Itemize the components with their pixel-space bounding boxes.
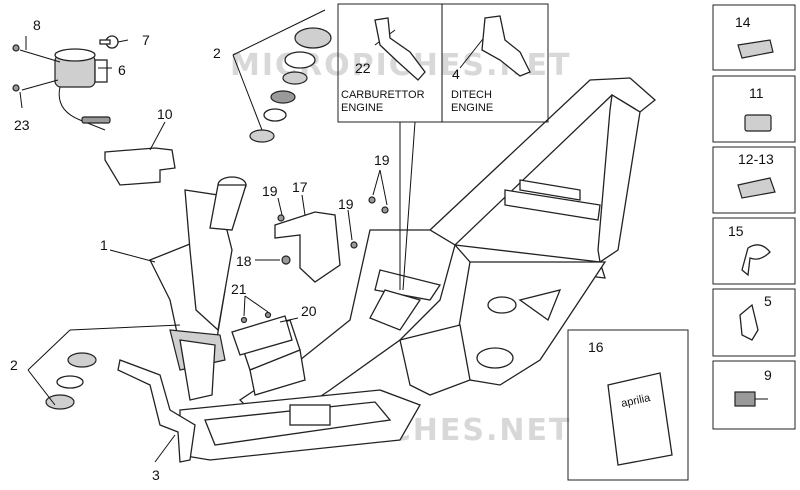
ditech-caption-line2: ENGINE	[451, 102, 493, 114]
screw-part-21	[264, 311, 272, 319]
steering-bearing-set-bottom	[45, 352, 97, 410]
engine-variant-boxes	[337, 3, 549, 123]
callout-21: 21	[231, 281, 247, 297]
callout-2-top: 2	[213, 45, 221, 61]
callout-19-b: 19	[338, 196, 354, 212]
clip-part-5	[739, 303, 759, 341]
steering-bearing-set-top	[249, 27, 332, 143]
callout-4: 4	[452, 66, 460, 82]
screw-part-21	[240, 316, 248, 324]
callout-3: 3	[152, 467, 160, 483]
clip-part-14	[737, 39, 774, 59]
clip-part-9	[734, 391, 756, 407]
callout-6: 6	[118, 62, 126, 78]
callout-19-c: 19	[374, 152, 390, 168]
clip-part-12-13	[737, 177, 776, 199]
callout-10: 10	[157, 106, 173, 122]
bracket-part-22	[374, 17, 426, 81]
screw-part-19	[368, 196, 376, 204]
callout-14: 14	[735, 14, 751, 30]
callout-2-bottom: 2	[10, 357, 18, 373]
scooter-frame	[149, 77, 657, 461]
screw-icon	[12, 84, 20, 92]
callout-15: 15	[728, 223, 744, 239]
callout-1: 1	[100, 237, 108, 253]
screw-part-19	[277, 214, 285, 222]
callout-numbers: 8 7 6 23 2 10 1 2 3 19 17 19 19 18 21 20…	[10, 14, 774, 483]
callout-22: 22	[355, 60, 371, 76]
callout-16: 16	[588, 339, 604, 355]
hardware-bag-part-16: aprilia	[567, 329, 689, 481]
bolt-part-18	[281, 255, 291, 265]
bracket-part-10	[104, 147, 176, 186]
ditech-caption-line1: DITECH	[451, 89, 492, 101]
clip-parts-column	[712, 4, 796, 430]
plate-part-20	[231, 315, 293, 356]
clip-part-11	[744, 114, 772, 132]
clip-part-15	[741, 244, 771, 277]
callout-5: 5	[764, 293, 772, 309]
screw-part-19	[381, 206, 389, 214]
callout-7: 7	[142, 32, 150, 48]
bracket-part-17	[274, 211, 341, 283]
callout-12-13: 12-13	[738, 151, 774, 167]
parts-bag	[607, 372, 673, 466]
callout-11: 11	[749, 85, 764, 101]
callout-8: 8	[33, 17, 41, 33]
leader-lines	[19, 9, 491, 463]
ignition-switch-group	[12, 35, 119, 131]
callout-18: 18	[236, 253, 252, 269]
bracket-part-4	[481, 15, 531, 77]
stand-bracket-part-3	[117, 359, 196, 463]
callout-9: 9	[764, 367, 772, 383]
screw-part-19	[350, 241, 358, 249]
carburettor-caption-line1: CARBURETTOR	[341, 89, 425, 101]
callout-20: 20	[301, 303, 317, 319]
callout-17: 17	[292, 179, 308, 195]
screw-icon	[12, 44, 20, 52]
carburettor-caption-line2: ENGINE	[341, 102, 383, 114]
callout-23: 23	[14, 117, 30, 133]
callout-19-a: 19	[262, 183, 278, 199]
